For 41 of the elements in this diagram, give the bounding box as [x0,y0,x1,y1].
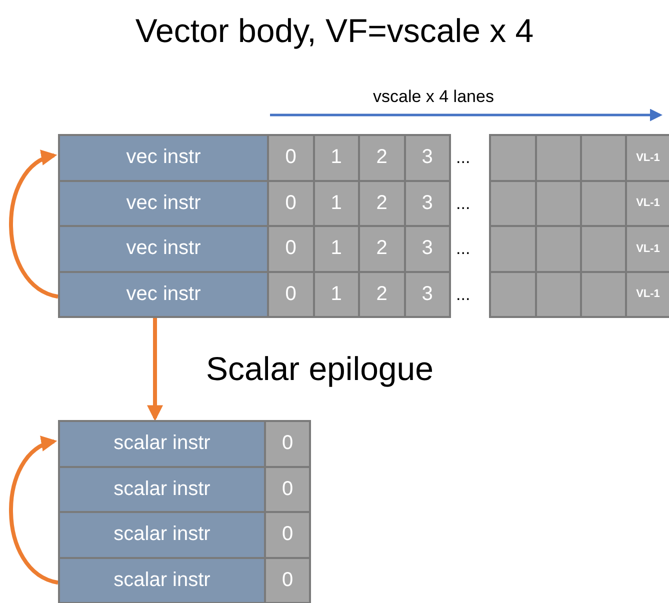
lane-cell: VL-1 [625,134,669,182]
ellipsis: ... [456,194,470,212]
lane-cell: 0 [267,134,314,182]
instruction-box: scalar instr [58,511,266,558]
lane-cell: 3 [404,270,451,318]
lane-cell: 1 [312,270,360,318]
lane-cell: 0 [264,556,311,603]
lane-cell: 0 [267,270,314,318]
lane-cell: 0 [267,180,314,227]
lane-cell: VL-1 [625,270,669,318]
lane-cell: 0 [267,225,314,272]
diagram-title: Vector body, VF=vscale x 4 [134,12,535,50]
instruction-box: vec instr [58,134,269,182]
instruction-box: scalar instr [58,420,266,468]
instruction-box: vec instr [58,180,269,227]
lane-cell: 3 [404,134,451,182]
lane-cell: VL-1 [625,180,669,227]
lane-cell: 2 [358,134,406,182]
ellipsis: ... [456,149,470,166]
lane-count-label: vscale x 4 lanes [373,88,494,105]
instruction-box: scalar instr [58,556,266,603]
lane-cell: 2 [358,225,406,272]
lane-cell: VL-1 [625,225,669,272]
ellipsis: ... [456,240,470,257]
lane-cell: 2 [358,270,406,318]
lane-cell: 1 [312,134,360,182]
lane-cell: 0 [264,420,311,468]
lane-cell: 3 [404,225,451,272]
lane-cell: 2 [358,180,406,227]
instruction-box: vec instr [58,225,269,272]
instruction-box: scalar instr [58,466,266,513]
arrow [147,318,163,422]
ellipsis: ... [456,286,470,302]
lane-cell: 3 [404,180,451,227]
section-heading: Scalar epilogue [206,352,434,385]
lane-cell: 0 [264,511,311,558]
arrow [9,152,59,299]
arrow [9,438,59,585]
lane-cell: 0 [264,466,311,513]
instruction-box: vec instr [58,270,269,318]
lane-cell: 1 [312,225,360,272]
